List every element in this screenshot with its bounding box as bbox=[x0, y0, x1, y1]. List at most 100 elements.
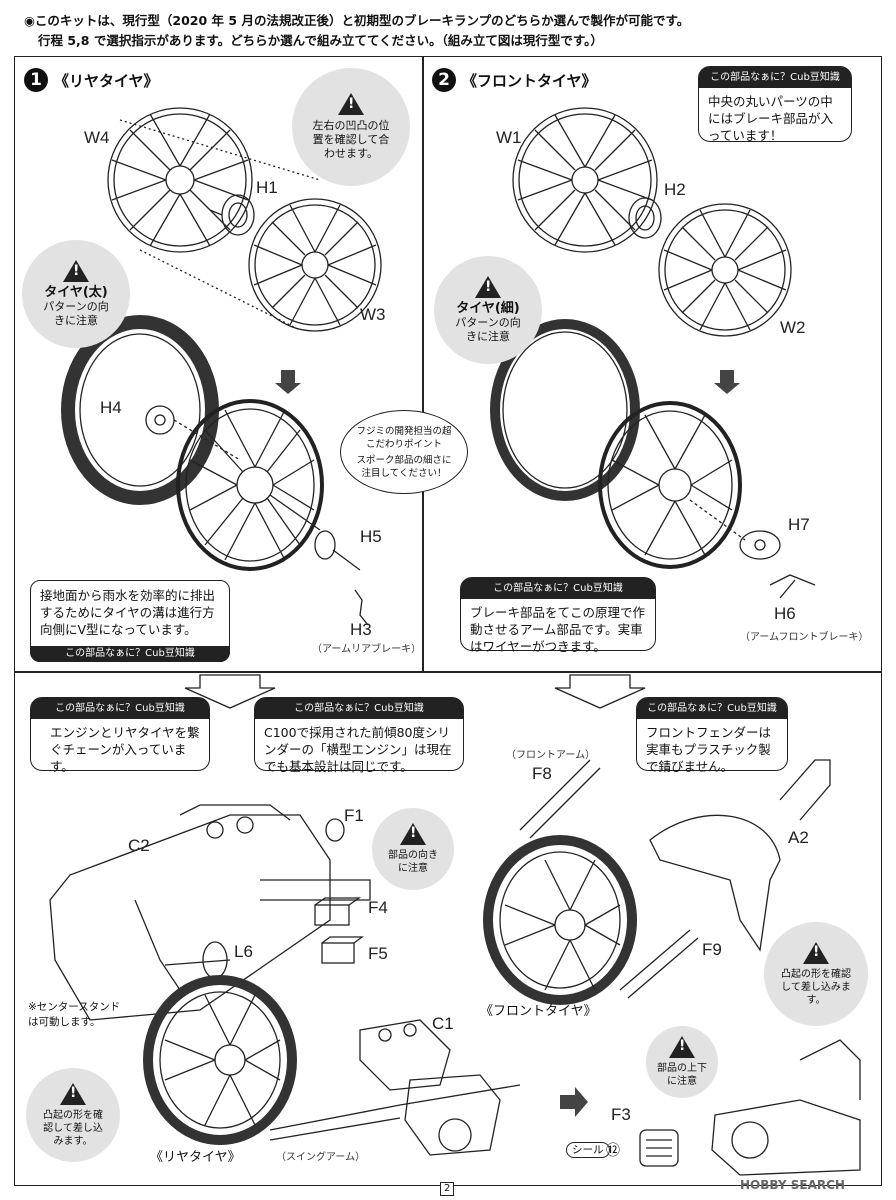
developer-point-oval: フジミの開発担当の超こだわりポイント スポーク部品の細さに注目してください！ bbox=[340, 410, 468, 494]
engine-body bbox=[404, 1074, 501, 1156]
label-h1: H1 bbox=[256, 178, 278, 197]
tip-rear-tire-text: 接地面から雨水を効率的に排出するためにタイヤの溝は進行方向側にV型になっています… bbox=[40, 588, 216, 637]
label-swing-arm: （スイングアーム） bbox=[276, 1152, 366, 1163]
warning-tire-thin: タイヤ(細) パターンの向きに注意 bbox=[434, 256, 542, 364]
warning-tire-thick: タイヤ(太) パターンの向きに注意 bbox=[22, 240, 130, 348]
header-line-1: ◉このキットは、現行型（2020 年 5 月の法規改正後）と初期型のブレーキラン… bbox=[24, 13, 690, 28]
warning-icon bbox=[803, 941, 829, 964]
warning-f3-text: 部品の上下に注意 bbox=[657, 1063, 707, 1087]
warning-tire-thin-body: パターンの向きに注意 bbox=[455, 316, 521, 343]
label-c1: C1 bbox=[432, 1014, 454, 1033]
h3-arm bbox=[354, 589, 369, 626]
label-h3: H3 bbox=[350, 620, 372, 639]
c1-engine-cover bbox=[359, 1019, 451, 1091]
warning-f1-direction: 部品の向きに注意 bbox=[372, 808, 454, 890]
warning-tire-thin-title: タイヤ(細) bbox=[456, 301, 520, 316]
oval-line-2: スポーク部品の細さに注目してください！ bbox=[356, 454, 452, 479]
c2-frame bbox=[49, 804, 371, 1021]
warning-align-text: 左右の凹凸の位置を確認して合わせます。 bbox=[312, 119, 390, 160]
warning-icon bbox=[400, 823, 426, 845]
bubble-brake-inside: この部品なぁに？Cub豆知識 中央の丸いパーツの中にはブレーキ部品が入っています… bbox=[698, 66, 852, 143]
label-h3-sub: （アームリアブレーキ） bbox=[312, 644, 422, 655]
h4-tire bbox=[61, 315, 219, 505]
bubble-engine-header: この部品なぁに？Cub豆知識 bbox=[255, 698, 463, 719]
warning-icon bbox=[63, 260, 89, 282]
front-wheel-assembled bbox=[598, 401, 742, 569]
bubble-fender: この部品なぁに？Cub豆知識 フロントフェンダーは実車もプラスチック製で錆びませ… bbox=[636, 697, 788, 774]
warning-f3-orientation: 部品の上下に注意 bbox=[646, 1026, 718, 1098]
f5-part bbox=[321, 936, 364, 964]
rear-tire-step3 bbox=[143, 975, 297, 1145]
label-h5: H5 bbox=[360, 527, 382, 546]
warning-icon bbox=[338, 93, 364, 115]
horizontal-divider bbox=[14, 671, 882, 673]
front-tire-thin bbox=[490, 319, 640, 501]
h2-hub-part bbox=[628, 197, 662, 239]
f9-part bbox=[619, 929, 699, 999]
h7-brake-plate bbox=[689, 499, 781, 560]
bubble-engine-text: C100で採用された前傾80度シリンダーの「横型エンジン」は現在でも基本設計は同… bbox=[264, 725, 452, 774]
label-f9: F9 bbox=[702, 940, 722, 959]
label-h6-sub: （アームフロントブレーキ） bbox=[740, 632, 869, 643]
stand-note: ※センタースタンドは可動します。 bbox=[28, 1001, 121, 1028]
label-w2: W2 bbox=[780, 318, 806, 337]
w3-wheel-half bbox=[248, 198, 382, 332]
step-2-number: 2 bbox=[432, 68, 456, 92]
seal-number: ⑫ bbox=[606, 1143, 620, 1159]
f8-front-arm bbox=[519, 759, 601, 839]
label-f1: F1 bbox=[344, 806, 364, 825]
warning-align-bubble: 左右の凹凸の位置を確認して合わせます。 bbox=[292, 68, 410, 186]
label-w1: W1 bbox=[496, 128, 522, 147]
label-c2: C2 bbox=[128, 836, 150, 855]
bubble-chain-text: エンジンとリヤタイヤを繋ぐチェーンが入っています。 bbox=[50, 725, 200, 774]
label-f8-sub: （フロントアーム） bbox=[506, 750, 596, 761]
tip-brake-arm-header: この部品なぁに？Cub豆知識 bbox=[461, 578, 655, 599]
bubble-chain-header: この部品なぁに？Cub豆知識 bbox=[31, 698, 209, 719]
rear-tire-caption: 《リヤタイヤ》 bbox=[150, 1150, 241, 1165]
bubble-fender-text: フロントフェンダーは実車もプラスチック製で錆びません。 bbox=[646, 725, 772, 774]
f4-part bbox=[314, 897, 362, 926]
tip-rear-tire-footer: この部品なぁに？Cub豆知識 bbox=[30, 646, 230, 662]
label-h4: H4 bbox=[100, 398, 122, 417]
front-tire-step3 bbox=[483, 835, 637, 1005]
label-f5: F5 bbox=[368, 944, 388, 963]
warning-f9-text: 凸起の形を確認して差し込みます。 bbox=[781, 968, 851, 1006]
warning-f1-text: 部品の向きに注意 bbox=[388, 850, 438, 874]
tip-brake-arm: この部品なぁに？Cub豆知識 ブレーキ部品をてこの原理で作動させるアーム部品です… bbox=[460, 577, 656, 654]
bubble-chain: この部品なぁに？Cub豆知識 エンジンとリヤタイヤを繋ぐチェーンが入っています。 bbox=[30, 697, 210, 774]
page-number: 2 bbox=[440, 1182, 455, 1196]
watermark: HOBBY SEARCH bbox=[740, 1178, 845, 1192]
warning-rear-bump: 凸起の形を確認して差し込みます。 bbox=[26, 1068, 120, 1162]
f1-part bbox=[325, 818, 345, 842]
h6-arm bbox=[769, 574, 816, 599]
label-h2: H2 bbox=[664, 180, 686, 199]
warning-tire-thick-body: パターンの向きに注意 bbox=[43, 300, 109, 327]
warning-rear-text: 凸起の形を確認して差し込みます。 bbox=[43, 1109, 103, 1147]
step-1-number: 1 bbox=[24, 68, 48, 92]
w2-wheel-half bbox=[658, 203, 792, 337]
label-f3: F3 bbox=[611, 1105, 631, 1124]
label-f4: F4 bbox=[368, 898, 388, 917]
bubble-engine: この部品なぁに？Cub豆知識 C100で採用された前傾80度シリンダーの「横型エ… bbox=[254, 697, 464, 774]
label-f8: F8 bbox=[532, 764, 552, 783]
label-l6: L6 bbox=[234, 942, 253, 961]
warning-icon bbox=[669, 1036, 695, 1058]
front-tire-caption: 《フロントタイヤ》 bbox=[480, 1004, 597, 1019]
label-w4: W4 bbox=[84, 128, 110, 147]
bubble-brake-inside-header: この部品なぁに？Cub豆知識 bbox=[699, 67, 851, 88]
bubble-fender-header: この部品なぁに？Cub豆知識 bbox=[637, 698, 787, 719]
tip-brake-arm-text: ブレーキ部品をてこの原理で作動させるアーム部品です。実車はワイヤーがつきます。 bbox=[470, 605, 646, 654]
w4-wheel-half bbox=[107, 107, 253, 253]
warning-f9-bump: 凸起の形を確認して差し込みます。 bbox=[764, 922, 868, 1026]
h4-hub bbox=[145, 405, 241, 461]
warning-tire-thick-title: タイヤ(太) bbox=[44, 285, 108, 300]
header-line-2: 行程 5,8 で選択指示があります。どちらか選んで組み立ててください。（組み立て… bbox=[38, 33, 603, 48]
label-h6: H6 bbox=[774, 604, 796, 623]
h1-hub-part bbox=[209, 194, 255, 236]
h5-brake-arm bbox=[314, 530, 361, 571]
warning-icon bbox=[475, 276, 501, 298]
vertical-divider bbox=[422, 56, 424, 671]
swing-arm bbox=[269, 1084, 521, 1141]
engine-final bbox=[711, 1039, 861, 1176]
w1-wheel-half bbox=[512, 107, 658, 253]
